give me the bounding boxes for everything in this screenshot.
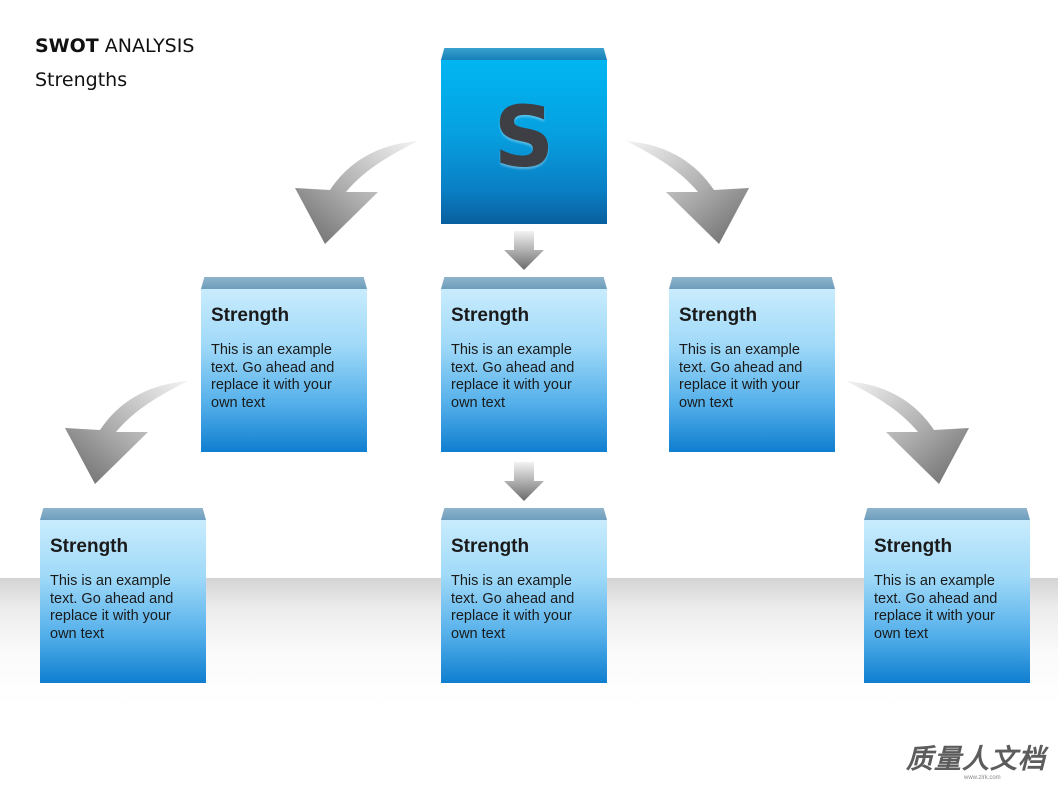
box-text: This is an example text. Go ahead and re… [679, 342, 803, 411]
box-front-face: Strength This is an example text. Go ahe… [441, 289, 607, 452]
strength-box-4: Strength This is an example text. Go ahe… [40, 508, 206, 683]
box-text: This is an example text. Go ahead and re… [451, 573, 575, 642]
box-top-face [201, 277, 367, 289]
box-top-face [441, 277, 607, 289]
curved-arrow-lower-left [65, 381, 188, 484]
box-title: Strength [50, 536, 129, 557]
strength-box-2: Strength This is an example text. Go ahe… [441, 277, 607, 452]
cube-top-face [441, 48, 607, 60]
curved-arrow-top-left [295, 141, 418, 244]
box-title: Strength [451, 305, 530, 326]
box-top-face [40, 508, 206, 520]
title-rest: ANALYSIS [98, 35, 195, 57]
box-front-face: Strength This is an example text. Go ahe… [669, 289, 835, 452]
box-text: This is an example text. Go ahead and re… [211, 342, 335, 411]
box-title: Strength [211, 305, 290, 326]
cube-front-face: S [441, 60, 607, 224]
box-front-face: Strength This is an example text. Go ahe… [441, 520, 607, 683]
box-front-face: Strength This is an example text. Go ahe… [201, 289, 367, 452]
box-top-face [669, 277, 835, 289]
page-subtitle: Strengths [35, 69, 128, 91]
box-front-face: Strength This is an example text. Go ahe… [864, 520, 1030, 683]
box-front-face: Strength This is an example text. Go ahe… [40, 520, 206, 683]
watermark-logo: 质量人文档 www.zlrk.com [906, 744, 1046, 784]
strength-box-5: Strength This is an example text. Go ahe… [441, 508, 607, 683]
curved-arrow-top-right [626, 141, 749, 244]
box-top-face [864, 508, 1030, 520]
box-title: Strength [451, 536, 530, 557]
down-arrow-top [504, 231, 544, 270]
cube-letter: S [493, 88, 555, 186]
watermark-url: www.zlrk.com [964, 775, 1001, 781]
header: SWOT ANALYSIS Strengths [35, 33, 194, 93]
box-text: This is an example text. Go ahead and re… [451, 342, 575, 411]
watermark-logo-text: 质量人文档 [906, 744, 1046, 775]
strength-box-6: Strength This is an example text. Go ahe… [864, 508, 1030, 683]
strength-box-3: Strength This is an example text. Go ahe… [669, 277, 835, 452]
box-title: Strength [679, 305, 758, 326]
box-text: This is an example text. Go ahead and re… [50, 573, 174, 642]
title-bold: SWOT [35, 35, 99, 57]
down-arrow-middle [504, 462, 544, 501]
box-title: Strength [874, 536, 953, 557]
page-title: SWOT ANALYSIS [35, 33, 194, 59]
curved-arrow-lower-right [846, 381, 969, 484]
box-top-face [441, 508, 607, 520]
strength-box-1: Strength This is an example text. Go ahe… [201, 277, 367, 452]
box-text: This is an example text. Go ahead and re… [874, 573, 998, 642]
strengths-cube: S [441, 48, 607, 224]
